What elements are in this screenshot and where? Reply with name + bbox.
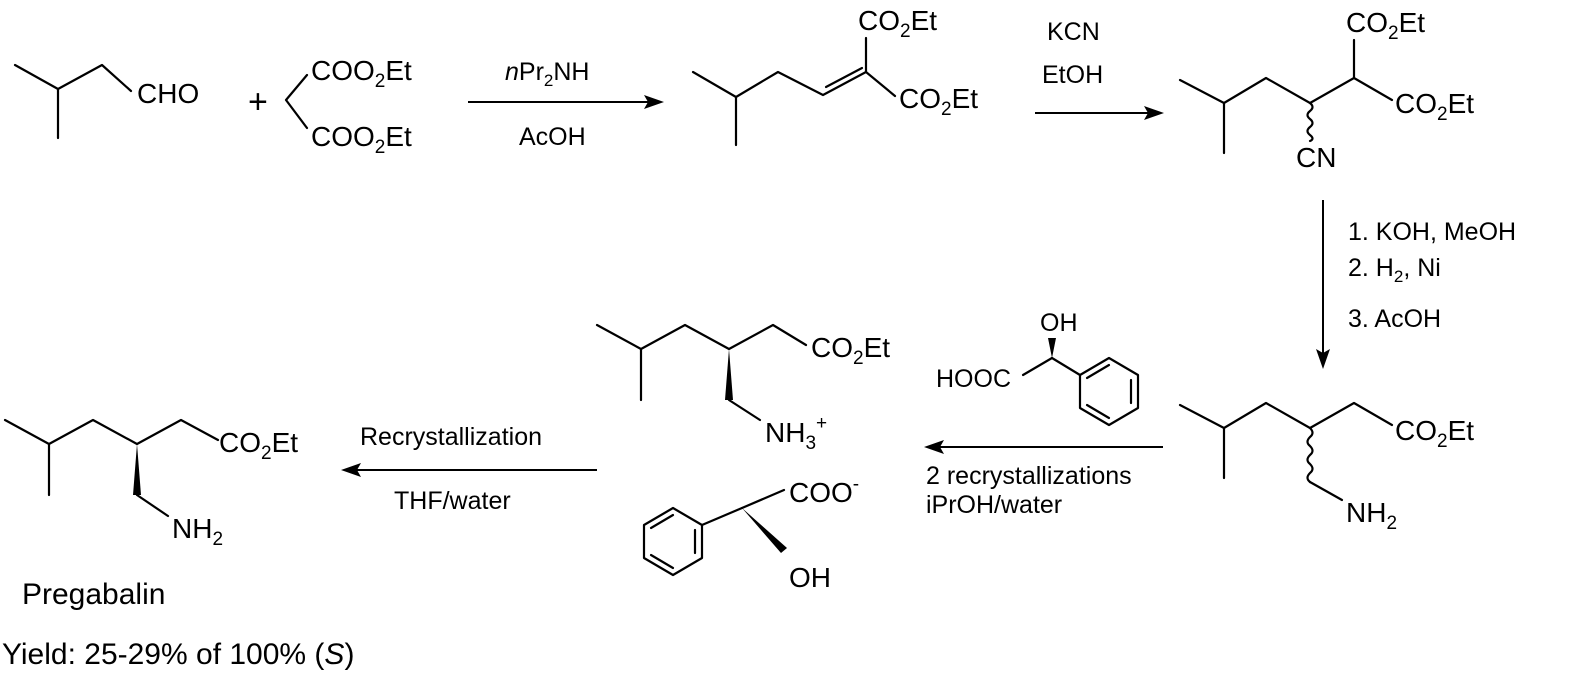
product-wedge-bond [133, 444, 141, 495]
mandelate-ring-bond [700, 506, 744, 527]
cation-wedge-bond [725, 349, 733, 400]
malonate-bottom-ester: COO2Et [311, 121, 412, 158]
racemic-skeleton [1178, 401, 1394, 430]
cation-amine-bond [727, 398, 762, 422]
step3-line2: 2. H2, Ni [1348, 254, 1441, 286]
step5-line1: Recrystallization [360, 423, 542, 451]
alkylidene-skeleton [691, 70, 897, 99]
mandelic-acid-reagent: OH HOOC [936, 309, 1140, 427]
racemic-amino-ester: CO2Et NH2 [1178, 401, 1474, 534]
mandelic-carbonyl-bond [1021, 356, 1054, 377]
alkylidene-double-bond-inner [824, 66, 864, 89]
step3-line1: 1. KOH, MeOH [1348, 218, 1516, 246]
nitrile-label: CN [1296, 142, 1336, 173]
mandelic-ring-double-1 [1085, 363, 1111, 380]
cyano-wavy-bond [1306, 101, 1314, 143]
cation-skeleton [595, 323, 808, 351]
product-skeleton [3, 418, 220, 446]
product-name: Pregabalin [22, 578, 165, 611]
cyano-diester-ester-top: CO2Et [1346, 7, 1425, 44]
racemic-ester: CO2Et [1395, 415, 1474, 452]
step4-arrow: 2 recrystallizations iPrOH/water [924, 440, 1163, 519]
step1-reagent-top: nPr2NH [505, 58, 589, 90]
step1-reagent-bottom: AcOH [519, 123, 586, 151]
product-ester: CO2Et [219, 427, 298, 464]
mandelic-ring-bond [1050, 356, 1082, 377]
isovaleraldehyde-skeleton [13, 63, 133, 93]
pregabalin-product: CO2Et NH2 [3, 418, 298, 550]
malonate-skeleton [284, 73, 309, 130]
plus-sign: + [248, 83, 268, 121]
mandelate-ring [642, 506, 704, 577]
mandelic-hydroxyl: OH [1040, 309, 1078, 337]
alkylidene-ester-right: CO2Et [899, 83, 978, 120]
step5-arrow: Recrystallization THF/water [341, 423, 597, 515]
alkylidene-ester-top: CO2Et [858, 5, 937, 42]
ammonium-label: NH3+ [765, 413, 827, 454]
mandelate-ring-double-3 [649, 553, 675, 570]
racemic-amine-bond [1308, 480, 1344, 502]
aldehyde-label: CHO [137, 78, 199, 109]
mandelic-wedge-bond [1048, 338, 1056, 358]
product-amine-bond [135, 493, 170, 518]
product-amine: NH2 [172, 513, 223, 550]
step2-arrow: KCN EtOH [1035, 18, 1164, 120]
carboxylate-label: COO- [789, 474, 859, 508]
step4-line1: 2 recrystallizations [926, 462, 1132, 490]
racemic-amine: NH2 [1346, 497, 1397, 534]
cyano-diester-ester-right: CO2Et [1395, 88, 1474, 125]
isovaleraldehyde: CHO [13, 63, 199, 140]
yield-text: Yield: 25-29% of 100% (S) [2, 638, 354, 671]
mandelate-anion: COO- OH [642, 474, 859, 593]
step2-reagent-bottom: EtOH [1042, 61, 1103, 89]
mandelate-wedge-bond [742, 508, 787, 553]
step3-arrow: 1. KOH, MeOH 2. H2, Ni 3. AcOH [1316, 200, 1516, 369]
diethyl-malonate: COO2Et COO2Et [284, 55, 412, 158]
mandelate-hydroxyl: OH [789, 562, 831, 593]
step5-line2: THF/water [394, 487, 511, 515]
mandelic-acid-label: HOOC [936, 365, 1011, 393]
mandelate-ring-double-1 [649, 513, 675, 530]
malonate-top-ester: COO2Et [311, 55, 412, 92]
mandelic-ring [1078, 356, 1140, 427]
step2-reagent-top: KCN [1047, 18, 1100, 46]
alkylidene-malonate: CO2Et CO2Et [691, 5, 978, 147]
step4-line2: iPrOH/water [926, 491, 1062, 519]
ammonium-ester-cation: CO2Et NH3+ [595, 323, 890, 454]
mandelate-carboxylate-bond [740, 488, 786, 510]
cyano-diester-skeleton [1178, 76, 1394, 105]
cation-ester: CO2Et [811, 332, 890, 369]
step3-line3: 3. AcOH [1348, 305, 1441, 333]
cyano-diester: CO2Et CO2Et CN [1178, 7, 1474, 173]
mandelic-ring-double-3 [1085, 403, 1111, 420]
step1-arrow: nPr2NH AcOH [468, 58, 664, 151]
racemic-wavy-bond [1306, 426, 1314, 484]
